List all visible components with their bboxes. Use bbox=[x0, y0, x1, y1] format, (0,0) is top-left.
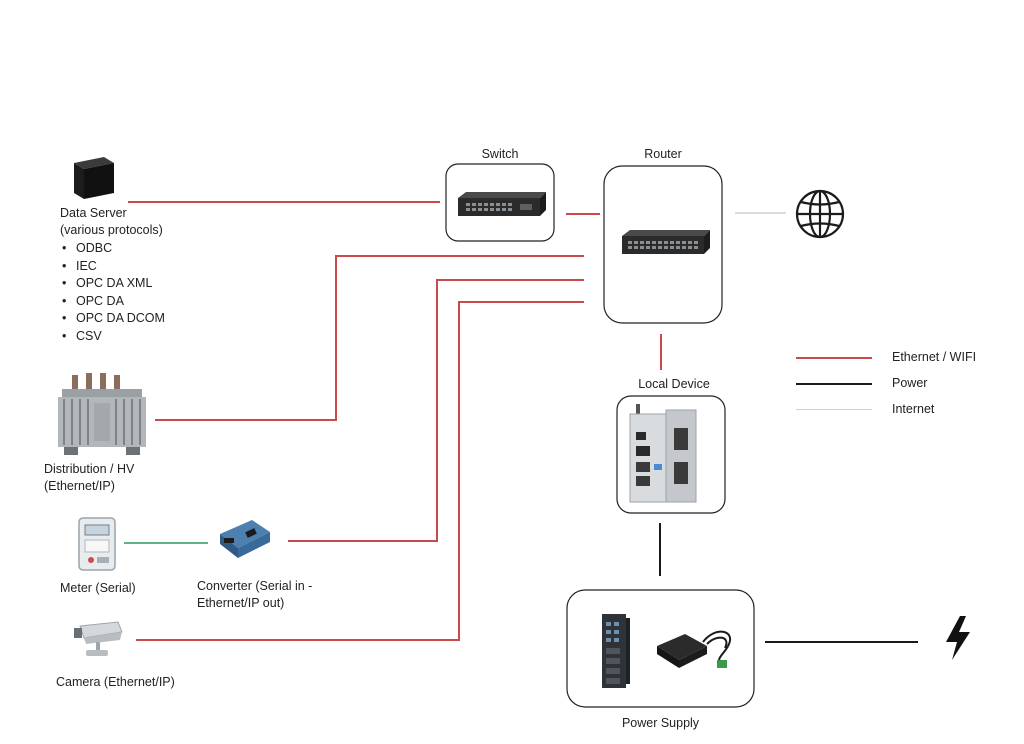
legend-label: Ethernet / WIFI bbox=[892, 350, 977, 364]
camera-label: Camera (Ethernet/IP) bbox=[56, 675, 175, 689]
transformer-icon bbox=[58, 373, 146, 455]
router-icon bbox=[622, 230, 710, 254]
switch-icon bbox=[458, 192, 546, 216]
data-server-title: Data Server bbox=[60, 206, 127, 220]
legend-item-power: Power bbox=[796, 375, 996, 393]
meter-label: Meter (Serial) bbox=[60, 581, 136, 595]
power-module-icon bbox=[602, 614, 630, 688]
legend-item-internet: Internet bbox=[796, 401, 996, 419]
server-icon bbox=[74, 157, 114, 199]
protocol-item: CSV bbox=[62, 328, 165, 346]
legend-item-ethernet: Ethernet / WIFI bbox=[796, 349, 996, 367]
local-device-label: Local Device bbox=[638, 377, 710, 391]
legend-swatch bbox=[796, 357, 872, 359]
legend-swatch bbox=[796, 409, 872, 410]
protocol-item: OPC DA DCOM bbox=[62, 310, 165, 328]
data-server-subtitle: (various protocols) bbox=[60, 223, 163, 237]
distribution-title: Distribution / HV bbox=[44, 462, 135, 476]
protocol-item: OPC DA XML bbox=[62, 275, 165, 293]
converter-icon bbox=[220, 520, 270, 558]
distribution-subtitle: (Ethernet/IP) bbox=[44, 479, 115, 493]
power-supply-label: Power Supply bbox=[621, 716, 700, 730]
router-label: Router bbox=[644, 147, 682, 161]
protocol-list: ODBC IEC OPC DA XML OPC DA OPC DA DCOM C… bbox=[62, 240, 165, 345]
protocol-item: OPC DA bbox=[62, 293, 165, 311]
legend-swatch bbox=[796, 383, 872, 385]
globe-icon bbox=[795, 189, 845, 239]
distribution-router-link bbox=[155, 255, 584, 421]
power-adapter-icon bbox=[657, 630, 732, 668]
converter-title: Converter (Serial in - bbox=[197, 579, 313, 593]
lightning-icon bbox=[946, 616, 970, 660]
protocol-item: ODBC bbox=[62, 240, 165, 258]
camera-icon bbox=[74, 621, 123, 656]
protocol-item: IEC bbox=[62, 258, 165, 276]
legend-label: Power bbox=[892, 376, 928, 390]
local-device-icon bbox=[629, 404, 697, 503]
converter-router-link bbox=[288, 279, 584, 542]
meter-icon bbox=[78, 517, 116, 571]
legend-label: Internet bbox=[892, 402, 935, 416]
switch-label: Switch bbox=[481, 147, 519, 161]
camera-router-link bbox=[136, 301, 584, 641]
converter-subtitle: Ethernet/IP out) bbox=[197, 596, 285, 610]
